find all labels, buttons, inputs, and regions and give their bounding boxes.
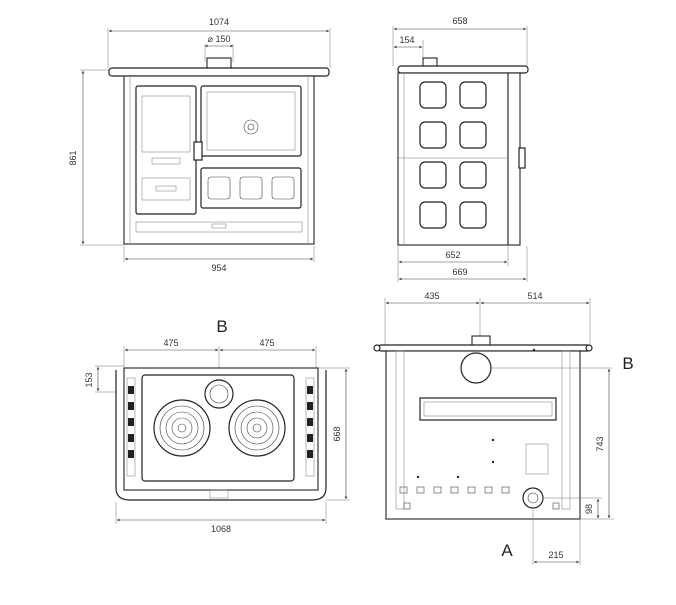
top-view: B 475 475 153: [84, 317, 350, 534]
top-depth-label: 668: [332, 426, 342, 441]
rear-vent-bar: [419, 397, 557, 421]
rear-plate: [525, 443, 549, 475]
top-flue-opening: [204, 379, 234, 409]
top-label-b: B: [216, 317, 227, 336]
side-depth-top-label: 658: [452, 16, 467, 26]
front-firebox-door: [135, 85, 197, 215]
top-hotplate-left: [153, 399, 211, 457]
top-half-left-label: 475: [163, 338, 178, 348]
front-flue-diameter-label: ⌀ 150: [208, 34, 231, 44]
side-view: 658 154 652 669: [392, 16, 529, 282]
top-hotplate-right: [228, 399, 286, 457]
front-door-handle: [193, 141, 203, 161]
side-top-plate: [397, 65, 529, 74]
side-depth-total-label: 669: [452, 267, 467, 277]
side-flue-offset-label: 154: [399, 35, 414, 45]
front-width-base-label: 954: [211, 263, 226, 273]
front-height-label: 861: [68, 150, 78, 165]
front-thermometer: [243, 119, 259, 135]
rear-height-b-label: 743: [595, 436, 605, 451]
rear-outlet-a: [522, 487, 544, 509]
front-storage-drawer: [200, 167, 302, 209]
side-panel: [397, 72, 509, 246]
top-half-right-label: 475: [259, 338, 274, 348]
rear-left-offset-label: 435: [424, 291, 439, 301]
side-tiles: [419, 81, 487, 229]
rear-label-a: A: [501, 541, 513, 560]
rear-view: 435 514 B: [373, 291, 634, 565]
rear-height-a-label: 98: [584, 504, 594, 514]
rear-top-plate: [377, 344, 591, 352]
side-handle: [518, 147, 526, 169]
rear-connectors: [399, 486, 560, 510]
front-width-top-label: 1074: [209, 17, 229, 27]
front-top-plate: [108, 67, 330, 77]
top-offset-label: 153: [84, 372, 94, 387]
front-view: 1074 ⌀ 150 861: [68, 17, 331, 273]
rear-label-b: B: [622, 354, 633, 373]
top-width-label: 1068: [211, 524, 231, 534]
rear-flue-outlet: [460, 352, 492, 384]
side-depth-inner-label: 652: [445, 250, 460, 260]
rear-offset-a-label: 215: [548, 550, 563, 560]
front-oven-door: [200, 85, 302, 157]
rear-right-offset-label: 514: [527, 291, 542, 301]
